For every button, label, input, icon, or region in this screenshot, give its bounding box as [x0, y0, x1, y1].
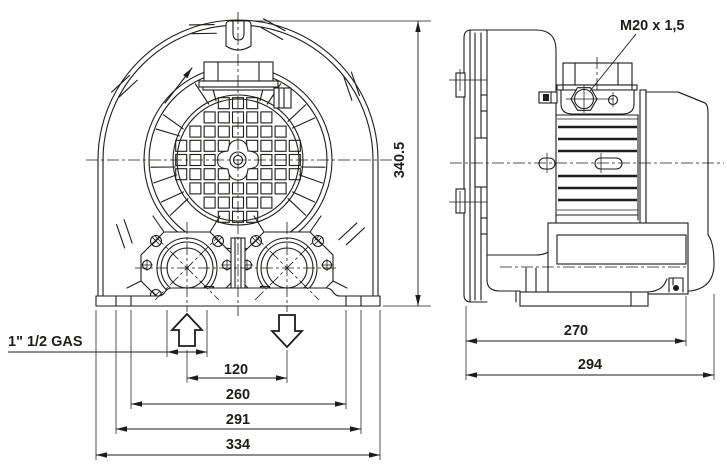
cable-gland-hex: [566, 85, 614, 113]
grille-square: [246, 111, 259, 124]
motor-tie-rods: [538, 153, 623, 173]
base-foot-side: [519, 291, 649, 307]
motor-body: [538, 114, 639, 221]
side-view: [449, 29, 724, 307]
dim-text-294: 294: [578, 357, 602, 373]
grille-square: [246, 196, 259, 209]
grille-square: [217, 125, 230, 138]
dim-text-260: 260: [226, 387, 250, 403]
dimension-overall-length: 294: [466, 294, 715, 380]
flow-out-arrow-icon: [269, 314, 305, 349]
grille-square: [217, 210, 230, 223]
gland-knockout: [607, 92, 619, 107]
terminal-box-front: [198, 61, 292, 109]
grille-square: [203, 125, 216, 138]
drain-detail: [647, 277, 684, 293]
grille-square: [203, 111, 216, 124]
dim-text-340-5: 340.5: [392, 142, 408, 178]
grille-square: [189, 139, 202, 152]
dim-text-291: 291: [226, 412, 250, 428]
lifting-lug: [225, 20, 252, 51]
label-m20-thread: M20 x 1,5: [620, 18, 685, 34]
grille-square: [260, 196, 273, 209]
front-centerlines: [86, 12, 392, 316]
grille-square: [246, 210, 259, 223]
grille-square: [217, 97, 230, 110]
label-gas-thread: 1" 1/2 GAS: [8, 334, 83, 350]
grille-square: [274, 168, 287, 181]
grille-square: [246, 97, 259, 110]
grille-square: [203, 139, 216, 152]
grille-square: [260, 111, 273, 124]
grille-square: [203, 182, 216, 195]
grille-square: [217, 111, 230, 124]
grille-square: [246, 125, 259, 138]
side-gland-front: [273, 87, 292, 109]
grille-square: [260, 168, 273, 181]
dimension-overall-height: 340.5: [253, 20, 431, 307]
dimension-port-distance: 120: [186, 350, 288, 383]
dimension-mounting-outer: 291: [115, 310, 362, 434]
grille-square: [217, 196, 230, 209]
grille-square: [246, 182, 259, 195]
label-cable-gland: M20 x 1,5: [589, 18, 685, 92]
dim-text-334: 334: [226, 437, 250, 453]
grille-square: [274, 125, 287, 138]
front-view: [86, 12, 392, 349]
grille-square: [288, 168, 301, 181]
grille-square: [203, 196, 216, 209]
gland-block: [538, 91, 558, 104]
dimension-mounting-inner: 260: [130, 310, 347, 409]
grille-square: [217, 182, 230, 195]
grille-square: [189, 182, 202, 195]
grille-square: [274, 139, 287, 152]
grille-square: [175, 168, 188, 181]
dimension-body-length: 270: [465, 296, 687, 380]
grille-square: [274, 182, 287, 195]
grille-square: [260, 125, 273, 138]
dim-text-270: 270: [564, 323, 588, 339]
grille-square: [260, 139, 273, 152]
rotation-arrow-icon: [164, 67, 193, 104]
dim-text-120: 120: [224, 362, 248, 378]
grille-square: [189, 125, 202, 138]
grille-square: [175, 139, 188, 152]
flow-in-arrow-icon: [169, 312, 205, 347]
dimension-port-thread: 1" 1/2 GAS: [8, 310, 208, 357]
grille-square: [203, 168, 216, 181]
terminal-box-side: [538, 57, 638, 115]
grille-square: [288, 139, 301, 152]
grille-square: [260, 182, 273, 195]
dimension-base-width: 334: [95, 310, 381, 460]
grille-square: [189, 168, 202, 181]
